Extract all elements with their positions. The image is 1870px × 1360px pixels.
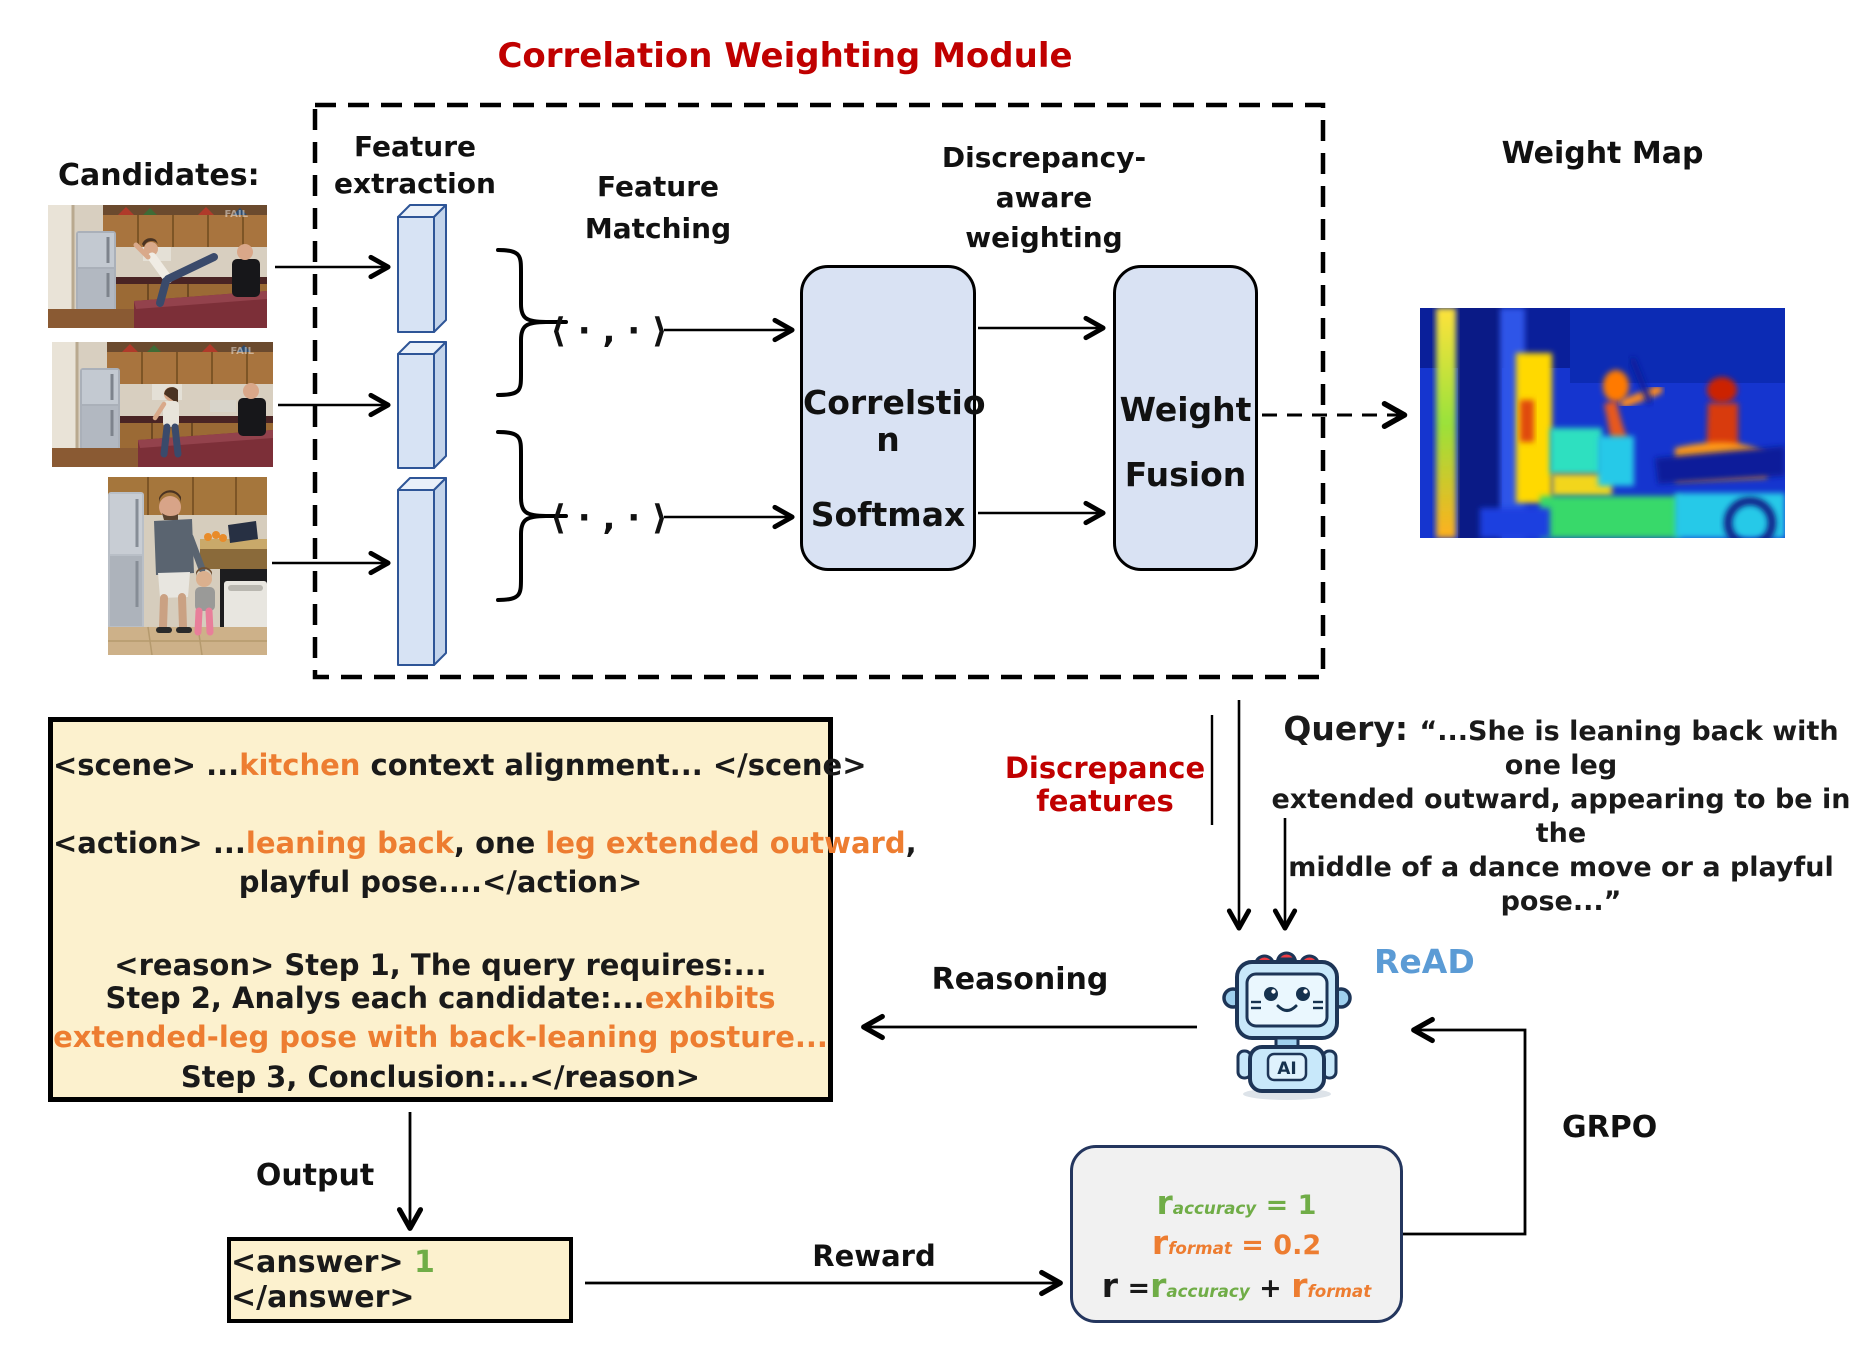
module-dashed-border [312, 102, 1326, 680]
scene-reason-output-box: <scene> ...kitchen context alignment... … [48, 717, 917, 1102]
discrepancy-features-line2: features [1036, 784, 1174, 818]
read-robot-icon: AI [1222, 951, 1352, 1100]
feature-extraction-line2: extraction [334, 167, 496, 200]
svg-text:FAIL: FAIL [230, 346, 254, 357]
reason-line-4: Step 3, Conclusion:...</reason> [180, 1060, 701, 1094]
feature-cuboid-3 [397, 477, 447, 666]
feature-matching-label: Feature Matching [570, 166, 746, 250]
grpo-feedback-line [1403, 1016, 1527, 1236]
answer-box: <answer> 1 </answer> [227, 1237, 573, 1323]
reason-line-1: <reason> Step 1, The query requires:... [114, 948, 767, 982]
robot-chest-label: AI [1277, 1059, 1296, 1079]
action-line-1: <action> ...leaning back, one leg extend… [53, 826, 917, 860]
correlation-box-line3: Softmax [810, 495, 966, 534]
query-text: Query: “...She is leaning back with one … [1260, 712, 1862, 919]
candidate-image-3 [108, 477, 267, 655]
query-line3: middle of a dance move or a playful pose… [1288, 852, 1834, 917]
candidates-label: Candidates: [58, 158, 260, 193]
inner-product-symbol-1: ⟨ · , · ⟩ [550, 311, 668, 351]
query-line2: extended outward, appearing to be in the [1271, 784, 1851, 849]
feature-cuboid-2 [397, 341, 447, 469]
scene-line: <scene> ...kitchen context alignment... … [53, 748, 867, 782]
weight-map-image [1420, 308, 1785, 538]
reason-line-2: Step 2, Analys each candidate:...exhibit… [105, 981, 776, 1015]
discrepancy-features-label: Discrepance features [985, 752, 1225, 818]
weight-fusion-line2: Fusion [1124, 455, 1247, 494]
figure-title: Correlation Weighting Module [497, 36, 1073, 76]
feature-cuboid-1 [397, 204, 447, 333]
feature-matching-line2: Matching [584, 212, 732, 245]
discrepancy-weighting-line2: weighting [965, 221, 1123, 254]
reasoning-label: Reasoning [931, 962, 1109, 997]
feature-extraction-line1: Feature [354, 130, 476, 163]
discrepancy-weighting-line1: Discrepancy-aware [941, 141, 1147, 214]
reward-label: Reward [812, 1239, 936, 1273]
answer-text: <answer> 1 </answer> [231, 1245, 435, 1315]
discrepancy-weighting-label: Discrepancy-aware weighting [898, 138, 1190, 258]
svg-text:FAIL: FAIL [224, 209, 248, 220]
brace-pair-1 [496, 248, 547, 397]
weight-fusion-line1: Weight [1119, 390, 1252, 429]
discrepancy-features-line1: Discrepance [1004, 751, 1206, 785]
reward-accuracy-line: raccuracy = 1 [1156, 1183, 1317, 1222]
feature-extraction-label: Feature extraction [330, 128, 500, 202]
candidate-image-1: FAIL [48, 205, 267, 328]
reason-line-3: extended-leg pose with back-leaning post… [53, 1020, 828, 1054]
read-label: ReAD [1374, 942, 1475, 981]
query-line1: Query: “...She is leaning back with one … [1283, 709, 1839, 782]
correlation-box-line1: Correlstio [803, 383, 986, 422]
inner-product-symbol-2: ⟨ · , · ⟩ [550, 498, 668, 538]
correlation-softmax-box: Correlstio n Softmax [800, 265, 986, 571]
reward-format-line: rformat = 0.2 [1151, 1223, 1322, 1262]
reward-box: raccuracy = 1 rformat = 0.2 r =raccuracy… [1070, 1145, 1403, 1323]
grpo-label: GRPO [1562, 1110, 1658, 1145]
output-label: Output [255, 1158, 375, 1193]
reward-sum-line: r =raccuracy + rformat [1101, 1266, 1372, 1305]
candidate-image-2: FAIL [52, 342, 273, 467]
weight-map-label: Weight Map [1501, 136, 1704, 171]
action-line-2: playful pose....</action> [238, 865, 643, 899]
correlation-box-line2: n [876, 420, 900, 459]
brace-pair-2 [496, 430, 547, 602]
feature-matching-line1: Feature [597, 170, 719, 203]
weight-fusion-box: Weight Fusion [1113, 265, 1258, 571]
